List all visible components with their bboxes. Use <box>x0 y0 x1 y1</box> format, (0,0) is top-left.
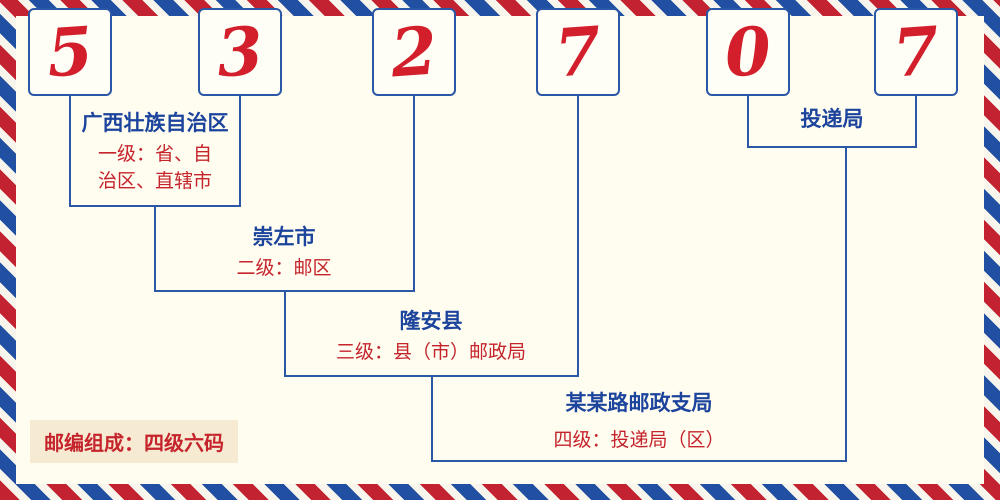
connector-l4-bottom <box>431 460 847 462</box>
connector-l2-right <box>413 96 415 290</box>
level1-region-name: 广西壮族自治区 <box>81 111 229 135</box>
connector-delivery-right <box>915 96 917 146</box>
connector-l1-left <box>69 96 71 205</box>
postal-digit-box-2: 3 <box>198 8 282 96</box>
level4-description: 四级：投递局（区） <box>553 429 725 452</box>
level4-office-name: 某某路邮政支局 <box>565 391 713 415</box>
postal-digit-4: 7 <box>552 11 604 93</box>
diagram-canvas <box>16 16 984 484</box>
postal-digit-box-3: 2 <box>372 8 456 96</box>
delivery-office-name: 投递局 <box>800 107 864 131</box>
level3-region-name: 隆安县 <box>399 309 463 333</box>
postal-digit-1: 5 <box>44 11 96 93</box>
level2-description: 二级：邮区 <box>236 257 332 280</box>
label-level4: 某某路邮政支局 四级：投递局（区） <box>519 390 759 454</box>
connector-delivery-left <box>747 96 749 146</box>
connector-l1-right <box>239 96 241 205</box>
connector-l3-right <box>577 96 579 375</box>
connector-l4-right <box>845 146 847 460</box>
postal-digit-3: 2 <box>388 11 440 93</box>
level3-description: 三级：县（市）邮政局 <box>335 341 526 364</box>
postal-digit-2: 3 <box>214 11 266 93</box>
postal-digit-box-4: 7 <box>536 8 620 96</box>
label-level3: 隆安县 三级：县（市）邮政局 <box>311 308 551 366</box>
connector-l3-left <box>284 290 286 375</box>
postal-digit-5: 0 <box>722 11 774 93</box>
label-level1: 广西壮族自治区 一级：省、自治区、直辖市 <box>70 110 240 194</box>
level2-region-name: 崇左市 <box>252 225 316 249</box>
postal-digit-6: 7 <box>890 11 942 93</box>
label-level2: 崇左市 二级：邮区 <box>174 224 394 282</box>
postal-digit-box-6: 7 <box>874 8 958 96</box>
connector-l2-left <box>154 205 156 290</box>
level1-description: 一级：省、自治区、直辖市 <box>97 143 212 192</box>
postal-digit-box-5: 0 <box>706 8 790 96</box>
postal-digit-box-1: 5 <box>28 8 112 96</box>
connector-delivery-bottom <box>747 146 917 148</box>
postal-code-composition-note: 邮编组成：四级六码 <box>30 420 238 463</box>
connector-l4-left <box>431 375 433 460</box>
label-delivery-office: 投递局 <box>747 106 917 133</box>
